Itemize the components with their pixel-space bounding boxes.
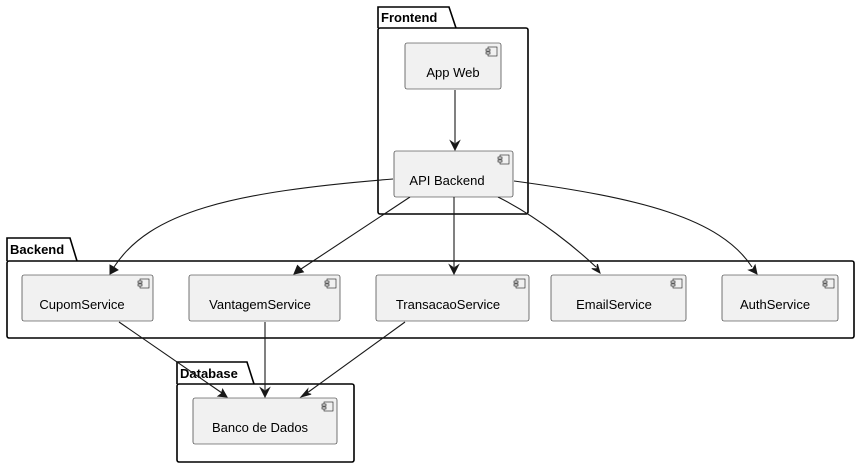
component-email-service-label: EmailService [576,297,652,312]
package-database-title: Database [180,366,238,381]
component-email-service[interactable]: EmailService [550,274,687,322]
component-auth-service[interactable]: AuthService [721,274,839,322]
component-cupom-service-label: CupomService [39,297,124,312]
edge-api-to-cupom [109,178,394,275]
package-backend-title: Backend [10,242,64,257]
edge-api-to-auth [513,180,758,275]
edge-cupom-to-banco [118,321,228,398]
edge-transacao-to-banco [299,321,406,398]
component-app-web[interactable]: App Web [404,42,502,90]
component-banco-de-dados-label: Banco de Dados [212,420,309,435]
component-vantagem-service[interactable]: VantagemService [188,274,341,322]
component-icon [497,154,510,165]
component-icon [822,278,835,289]
component-cupom-service[interactable]: CupomService [21,274,154,322]
component-transacao-service[interactable]: TransacaoService [375,274,530,322]
component-icon [485,46,498,57]
edges [109,90,758,399]
component-vantagem-service-label: VantagemService [209,297,311,312]
component-api-backend-label: API Backend [409,173,484,188]
component-banco-de-dados[interactable]: Banco de Dados [192,397,338,445]
component-icon [324,278,337,289]
component-api-backend[interactable]: API Backend [393,150,514,198]
component-icon [137,278,150,289]
component-auth-service-label: AuthService [740,297,810,312]
component-icon [513,278,526,289]
edge-api-to-email [497,196,601,275]
edge-api-to-vantagem [293,196,411,275]
component-icon [670,278,683,289]
edge-api-to-transacao [448,197,460,276]
component-transacao-service-label: TransacaoService [396,297,500,312]
edge-vantagem-to-banco [259,322,271,399]
component-icon [321,401,334,412]
package-frontend-title: Frontend [381,10,437,25]
component-app-web-label: App Web [426,65,479,80]
edge-appweb-to-api [449,90,461,152]
